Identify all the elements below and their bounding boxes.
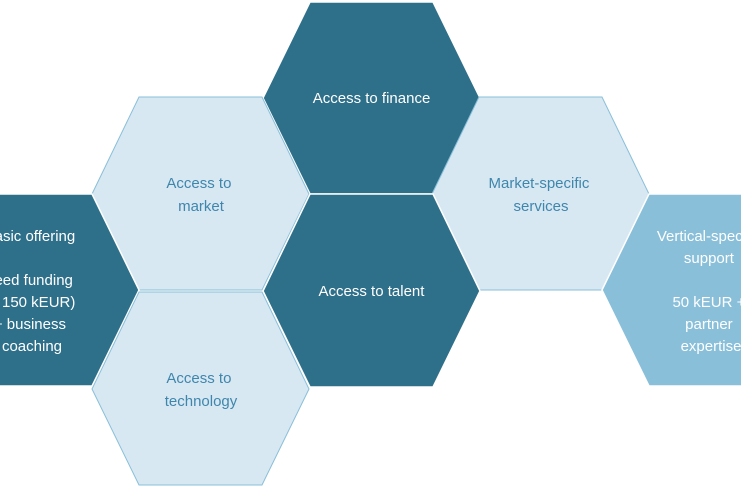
hex-basic-offering: Basic offering seed funding (– 150 kEUR)… xyxy=(0,193,140,387)
hex-line: support xyxy=(684,250,735,267)
hex-vertical-specific-support: Vertical-specific support 50 kEUR + part… xyxy=(601,193,741,387)
hex-line: + business xyxy=(0,316,66,333)
hex-line: Access to talent xyxy=(319,283,426,300)
hex-line: 50 kEUR + xyxy=(672,294,741,311)
hex-line: Market-specific xyxy=(488,175,589,192)
hex-line: seed funding xyxy=(0,272,73,289)
hex-line: Vertical-specific xyxy=(657,228,741,245)
hex-access-to-technology: Access to technology xyxy=(91,291,310,486)
hex-access-to-market-label: Access to market xyxy=(166,175,235,215)
hex-access-to-technology-label: Access to technology xyxy=(165,370,238,410)
hex-access-to-talent-label: Access to talent xyxy=(319,283,426,300)
hex-line: services xyxy=(513,198,568,215)
hex-line: partner xyxy=(685,316,733,333)
hex-access-to-finance-label: Access to finance xyxy=(313,90,431,107)
hex-line: technology xyxy=(165,393,238,410)
hex-access-to-market: Access to market xyxy=(91,96,310,291)
hex-line: coaching xyxy=(2,338,62,355)
hex-line: (– 150 kEUR) xyxy=(0,294,75,311)
hex-access-to-technology-shape xyxy=(91,291,310,486)
hex-vertical-specific-support-shape xyxy=(601,193,741,387)
hex-line: Access to xyxy=(166,175,231,192)
hex-vertical-specific-support-label: Vertical-specific support 50 kEUR + part… xyxy=(657,228,741,355)
hex-basic-offering-shape xyxy=(0,193,140,387)
hex-market-specific-services-label: Market-specific services xyxy=(488,175,593,215)
hex-access-to-talent: Access to talent xyxy=(262,193,481,388)
hex-access-to-talent-shape xyxy=(262,193,481,388)
hex-line: Access to xyxy=(166,370,231,387)
hex-line: expertise xyxy=(681,338,741,355)
hex-line: Access to finance xyxy=(313,90,431,107)
hex-basic-offering-label: Basic offering seed funding (– 150 kEUR)… xyxy=(0,228,80,355)
hex-line: Basic offering xyxy=(0,228,75,245)
hex-line: market xyxy=(178,198,225,215)
